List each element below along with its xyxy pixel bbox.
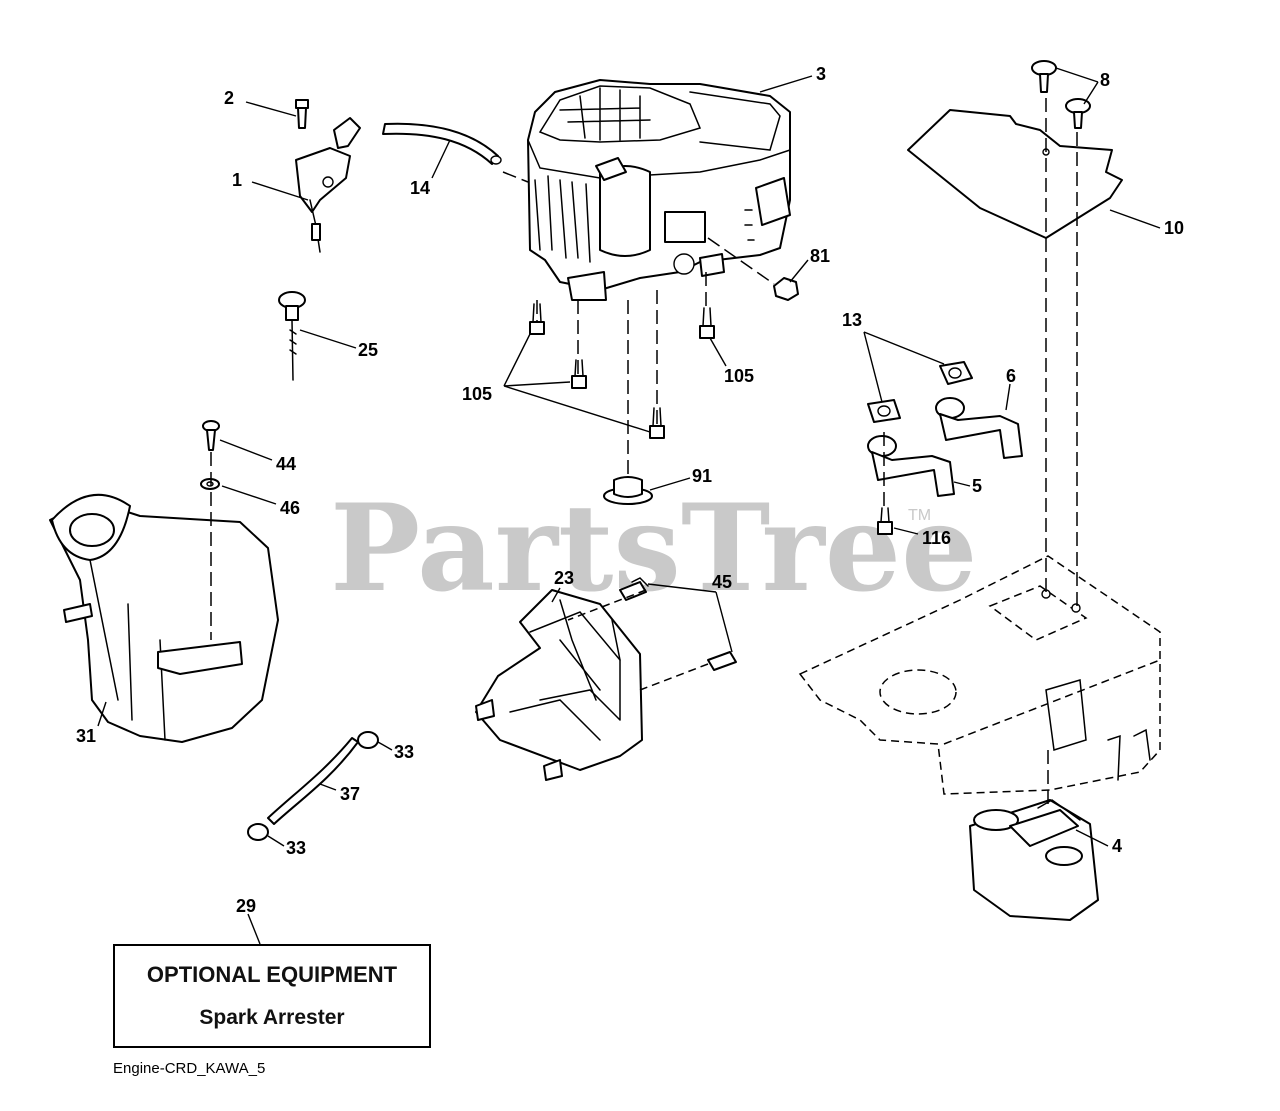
watermark-trademark: TM	[908, 507, 931, 524]
exhaust-pipe-part-6[interactable]	[935, 397, 1023, 459]
callout-8: 8	[1100, 70, 1110, 90]
callout-81: 81	[810, 246, 830, 266]
clamp-part-33-upper[interactable]	[357, 731, 379, 749]
optional-equipment-box: OPTIONAL EQUIPMENT Spark Arrester	[113, 944, 431, 1048]
washer-part-46[interactable]	[200, 478, 220, 490]
callout-29: 29	[236, 896, 256, 916]
callout-23: 23	[554, 568, 574, 588]
screw-part-45-upper[interactable]	[619, 577, 649, 601]
callout-105-left: 105	[462, 384, 492, 404]
leader-lines	[97, 67, 1161, 945]
watermark-text: PartsTree	[330, 478, 977, 619]
diagram-caption: Engine-CRD_KAWA_5	[113, 1060, 266, 1077]
callout-25: 25	[358, 340, 378, 360]
bolt-part-116[interactable]	[877, 507, 893, 535]
optional-equipment-subtitle: Spark Arrester	[199, 1006, 345, 1029]
chassis-frame	[798, 555, 1161, 795]
callout-37: 37	[340, 784, 360, 804]
callout-3: 3	[816, 64, 826, 84]
callout-105-right: 105	[724, 366, 754, 386]
screw-part-45-lower[interactable]	[707, 651, 737, 671]
engine-part-3[interactable]	[527, 79, 791, 301]
callout-13: 13	[842, 310, 862, 330]
callout-91: 91	[692, 466, 712, 486]
fuel-tank-part-31[interactable]	[49, 493, 279, 743]
bolt-part-105-mid[interactable]	[571, 359, 587, 389]
callout-1: 1	[232, 170, 242, 190]
bolt-part-105-right[interactable]	[699, 307, 715, 339]
muffler-part-4[interactable]	[969, 799, 1099, 921]
callout-6: 6	[1006, 366, 1016, 386]
heat-shield-part-23[interactable]	[475, 589, 643, 781]
fuel-line-part-14[interactable]	[382, 122, 502, 165]
callout-5: 5	[972, 476, 982, 496]
spacer-part-91[interactable]	[603, 476, 653, 505]
callout-45: 45	[712, 572, 732, 592]
choke-cable-part-25[interactable]	[278, 291, 306, 381]
assembly-lines	[210, 98, 1078, 810]
callout-116: 116	[922, 528, 951, 548]
callout-46: 46	[280, 498, 300, 518]
callout-31: 31	[76, 726, 96, 746]
callout-numbers: 2 1 14 3 8 10 81 13 6 25 105 105 91 5 11…	[76, 64, 1184, 916]
fuel-hose-part-37[interactable]	[267, 737, 359, 825]
bolt-part-8-lower[interactable]	[1065, 98, 1091, 129]
callout-44: 44	[276, 454, 296, 474]
screw-part-44[interactable]	[202, 420, 220, 451]
exhaust-pipe-part-5[interactable]	[867, 435, 955, 497]
plate-part-10[interactable]	[907, 109, 1123, 239]
callout-2: 2	[224, 88, 234, 108]
callout-10: 10	[1164, 218, 1184, 238]
gasket-part-13-upper[interactable]	[939, 361, 973, 385]
callout-33-lower: 33	[286, 838, 306, 858]
bolt-part-8-upper[interactable]	[1031, 60, 1057, 93]
callout-4: 4	[1112, 836, 1122, 856]
optional-equipment-title: OPTIONAL EQUIPMENT	[146, 962, 398, 987]
callout-14: 14	[410, 178, 430, 198]
callout-33-upper: 33	[394, 742, 414, 762]
clamp-part-33-lower[interactable]	[247, 823, 269, 841]
nut-part-81[interactable]	[773, 277, 799, 301]
screw-part-2[interactable]	[295, 99, 309, 129]
throttle-control-part-1[interactable]	[295, 117, 361, 253]
gasket-part-13-lower[interactable]	[867, 399, 901, 423]
